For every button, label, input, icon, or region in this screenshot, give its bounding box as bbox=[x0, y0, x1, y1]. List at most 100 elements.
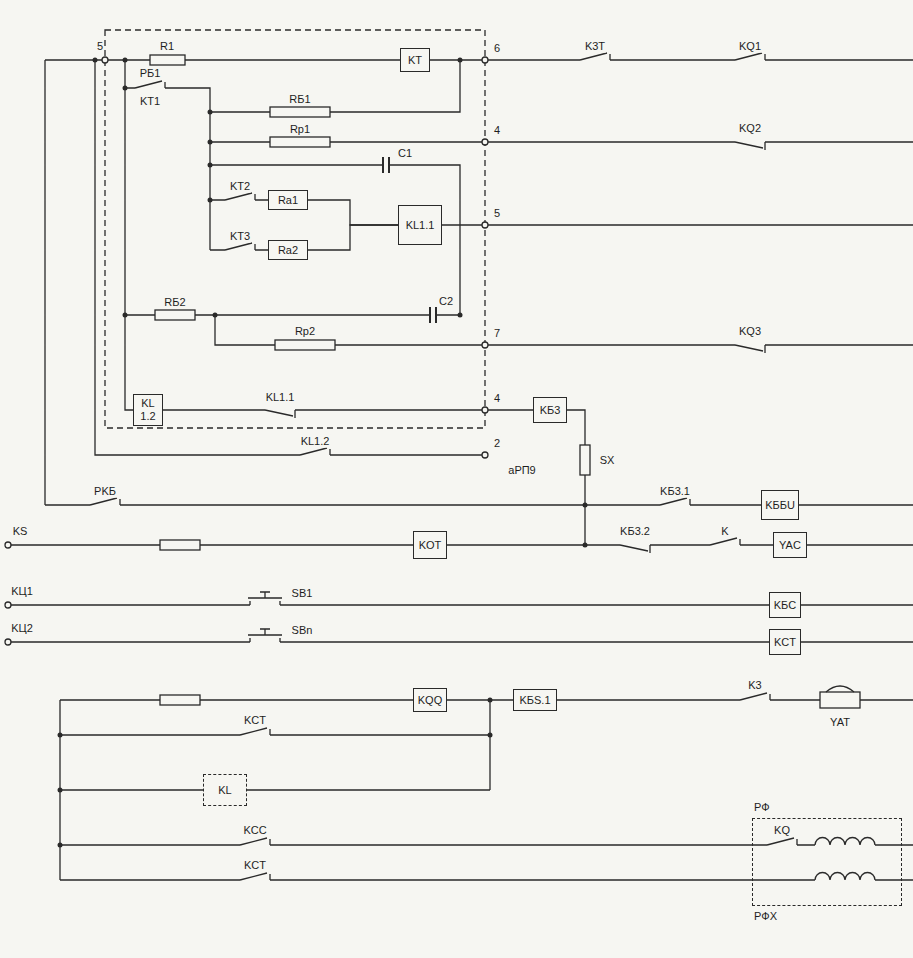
contact-label: KQ bbox=[773, 824, 791, 837]
junction-dot bbox=[208, 163, 213, 168]
bus-name: KЦ1 bbox=[10, 585, 34, 598]
contact-label: KQ1 bbox=[738, 40, 762, 53]
terminal bbox=[482, 342, 488, 348]
contact-label: KQ3 bbox=[738, 325, 762, 338]
terminal bbox=[482, 452, 488, 458]
relay-coil: KQQ bbox=[413, 688, 447, 712]
terminal bbox=[482, 57, 488, 63]
relay-coil: KT bbox=[400, 48, 430, 72]
relay-coil: KБ3 bbox=[533, 397, 567, 423]
coil-symbol bbox=[820, 692, 860, 708]
device-box: KL bbox=[203, 774, 247, 806]
node-text: KL1.1 bbox=[406, 219, 435, 232]
relay-unit-outline bbox=[105, 30, 485, 428]
device-name: aPП9 bbox=[507, 464, 536, 477]
contact-label: KCT bbox=[243, 714, 267, 727]
bus-name: KЦ2 bbox=[10, 622, 34, 635]
junction-dot bbox=[458, 58, 463, 63]
wire bbox=[447, 699, 513, 700]
junction-dot bbox=[208, 198, 213, 203]
terminal bbox=[5, 542, 11, 548]
terminal-number: 5 bbox=[96, 40, 104, 53]
terminal bbox=[482, 407, 488, 413]
relay-coil: KББU bbox=[761, 490, 799, 520]
node-text: KT bbox=[408, 54, 422, 67]
coil-loop bbox=[826, 686, 854, 692]
junctions bbox=[58, 58, 588, 848]
part-name: C2 bbox=[438, 295, 454, 308]
terminal bbox=[482, 222, 488, 228]
contact-label: K3 bbox=[747, 679, 762, 692]
fuse-symbol bbox=[580, 445, 590, 475]
junction-dot bbox=[583, 543, 588, 548]
button-label: SBn bbox=[291, 624, 314, 637]
button-label: SB1 bbox=[291, 587, 314, 600]
node-text: YAC bbox=[779, 539, 801, 552]
junction-dot bbox=[93, 58, 98, 63]
junction-dot bbox=[213, 313, 218, 318]
node-text: PФ bbox=[754, 801, 770, 814]
contact-label: KБ3.1 bbox=[659, 485, 691, 498]
contact-label: KT2 bbox=[229, 180, 251, 193]
node-text: KБC bbox=[774, 599, 797, 612]
make-contact bbox=[90, 53, 797, 880]
junction-dot bbox=[123, 313, 128, 318]
junction-dot bbox=[58, 733, 63, 738]
relay-element: Ra1 bbox=[268, 190, 308, 210]
junction-dot bbox=[123, 86, 128, 91]
junction-dot bbox=[208, 140, 213, 145]
part-name: R1 bbox=[159, 40, 175, 53]
trip-coil: YAC bbox=[773, 532, 807, 558]
junction-dot bbox=[583, 503, 588, 508]
node-text: Ra1 bbox=[278, 194, 298, 207]
node-text: KOT bbox=[419, 539, 442, 552]
terminal bbox=[102, 57, 108, 63]
node-subtext: PФX bbox=[754, 910, 777, 923]
junction-dot bbox=[123, 58, 128, 63]
connector-wire bbox=[308, 200, 398, 225]
wire bbox=[308, 225, 398, 250]
terminals bbox=[5, 57, 488, 645]
node-text: KБS.1 bbox=[519, 694, 550, 707]
resistor-symbol bbox=[155, 310, 195, 320]
wire bbox=[11, 60, 913, 880]
relay-coil: KБC bbox=[769, 592, 801, 618]
junction-dot bbox=[458, 313, 463, 318]
node-text: KQQ bbox=[418, 694, 442, 707]
contact-label: K3T bbox=[584, 40, 606, 53]
coil-label: YAT bbox=[829, 716, 851, 729]
junction-dot bbox=[208, 110, 213, 115]
relay-coil: KБS.1 bbox=[513, 689, 557, 711]
contact-label: KL1.2 bbox=[300, 435, 331, 448]
resistor-symbol bbox=[275, 340, 335, 350]
relay-coil: KOT bbox=[413, 531, 447, 559]
node-text: KББU bbox=[765, 499, 795, 512]
part-name: Rр2 bbox=[294, 325, 316, 338]
contact-label: K bbox=[720, 525, 729, 538]
terminal-number: 2 bbox=[493, 437, 501, 450]
contact-label: PKБ bbox=[93, 485, 117, 498]
bus-name: KS bbox=[12, 525, 29, 538]
part-name: RБ2 bbox=[163, 296, 186, 309]
contact-label: KT3 bbox=[229, 230, 251, 243]
resistor-symbol bbox=[150, 55, 185, 65]
terminal bbox=[482, 139, 488, 145]
part-name: C1 bbox=[397, 147, 413, 160]
resistors bbox=[150, 55, 860, 708]
wires bbox=[5, 30, 913, 880]
junction-dot bbox=[488, 733, 493, 738]
terminal-number: 7 bbox=[493, 327, 501, 340]
terminal-number: 5 bbox=[493, 207, 501, 220]
node-text: KL bbox=[218, 784, 231, 797]
resistor-symbol bbox=[270, 137, 330, 147]
node-text: Ra2 bbox=[278, 244, 298, 257]
winding-symbol bbox=[815, 838, 875, 880]
node-text: KCT bbox=[774, 636, 796, 649]
junction-dot bbox=[58, 843, 63, 848]
connector-wire bbox=[447, 700, 513, 701]
junction-dot bbox=[58, 788, 63, 793]
relay-coil: KL 1.2 bbox=[133, 394, 163, 426]
part-name: SX bbox=[599, 454, 616, 467]
